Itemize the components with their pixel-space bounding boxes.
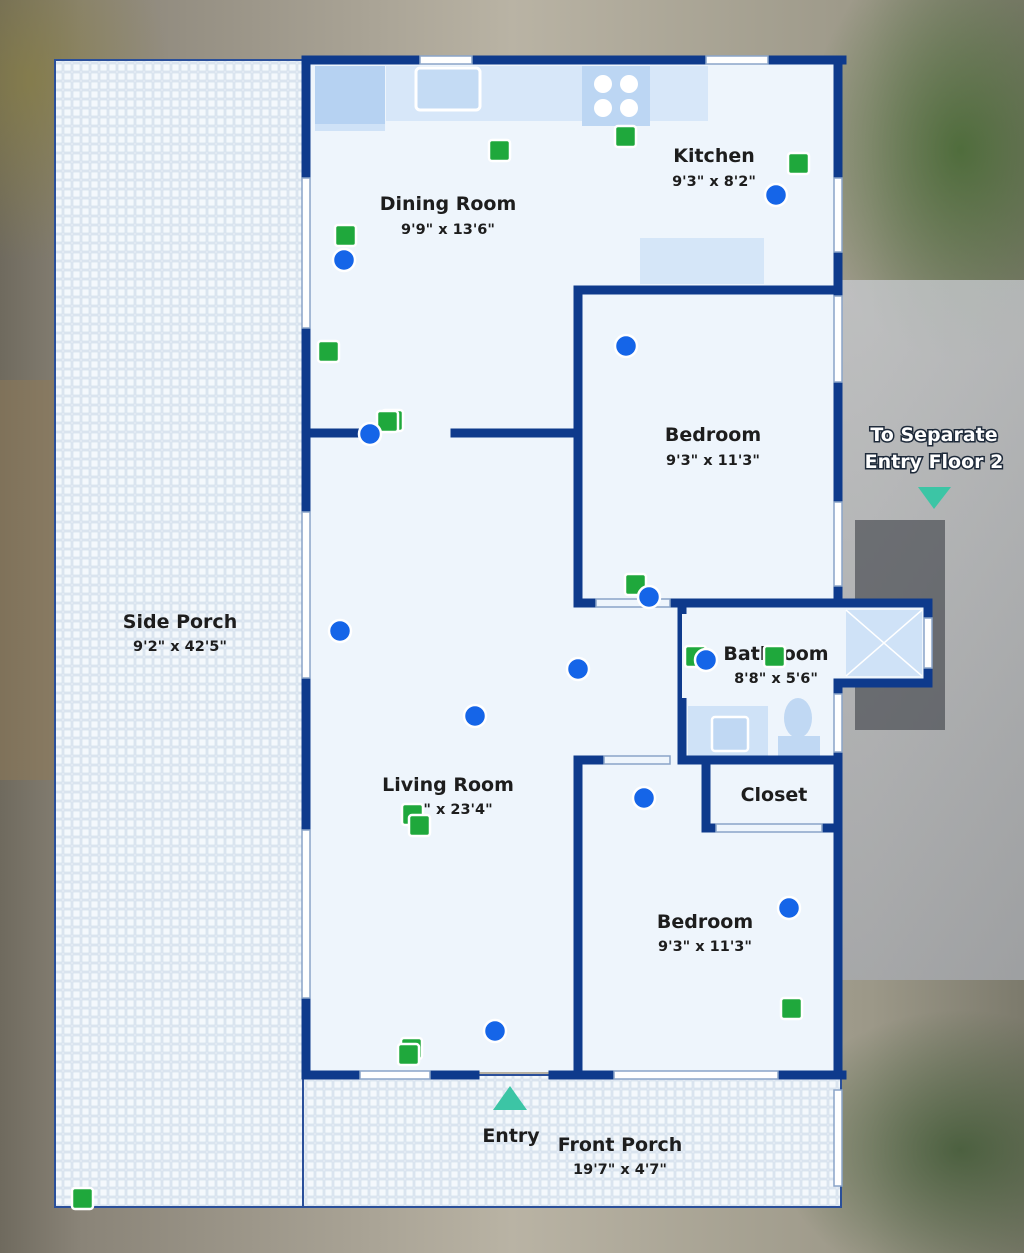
panorama-marker[interactable] xyxy=(776,895,802,921)
room-label-kitchen: Kitchen 9'3" x 8'2" xyxy=(672,145,756,190)
photo-marker[interactable] xyxy=(70,1186,95,1211)
front-porch-area xyxy=(302,1074,842,1208)
photo-marker[interactable] xyxy=(762,644,787,669)
side-porch-dim: 9'2" x 42'5" xyxy=(133,639,227,655)
bedroom-1-name: Bedroom xyxy=(665,424,761,446)
panorama-marker[interactable] xyxy=(631,785,657,811)
kitchen-name: Kitchen xyxy=(673,145,755,167)
panorama-marker[interactable] xyxy=(331,247,357,273)
living-room-dim: " x 23'4" xyxy=(423,802,492,818)
room-label-bedroom-1: Bedroom 9'3" x 11'3" xyxy=(665,424,761,469)
side-porch-name: Side Porch xyxy=(123,611,237,633)
photo-marker[interactable] xyxy=(779,996,804,1021)
dining-room-name: Dining Room xyxy=(380,193,517,215)
room-label-side-porch: Side Porch 9'2" x 42'5" xyxy=(123,611,237,655)
kitchen-fixtures xyxy=(315,66,764,284)
separate-entry-arrow-icon[interactable] xyxy=(918,487,951,509)
background-left-structure xyxy=(0,380,55,780)
room-label-closet: Closet xyxy=(741,784,808,806)
room-label-front-porch: Front Porch 19'7" x 4'7" xyxy=(558,1134,683,1178)
separate-entry-label-line2: Entry Floor 2 xyxy=(865,451,1004,473)
panorama-marker[interactable] xyxy=(327,618,353,644)
bedroom-1-dim: 9'3" x 11'3" xyxy=(666,453,760,469)
panorama-marker[interactable] xyxy=(693,647,719,673)
photo-marker[interactable] xyxy=(613,124,638,149)
photo-marker[interactable] xyxy=(316,339,341,364)
panorama-marker[interactable] xyxy=(482,1018,508,1044)
photo-markers xyxy=(70,124,811,1211)
photo-marker[interactable] xyxy=(786,151,811,176)
panorama-marker[interactable] xyxy=(763,182,789,208)
photo-marker[interactable] xyxy=(487,138,512,163)
photo-marker[interactable] xyxy=(333,223,358,248)
entry-arrow-icon[interactable] xyxy=(493,1086,527,1110)
panorama-marker[interactable] xyxy=(357,421,383,447)
panorama-marker[interactable] xyxy=(565,656,591,682)
room-label-dining-room: Dining Room 9'9" x 13'6" xyxy=(380,193,517,238)
front-porch-name: Front Porch xyxy=(558,1134,683,1156)
entry-label: Entry xyxy=(482,1125,540,1147)
front-porch-dim: 19'7" x 4'7" xyxy=(573,1162,667,1178)
bedroom-2-dim: 9'3" x 11'3" xyxy=(658,939,752,955)
bathroom-fixtures xyxy=(688,609,923,756)
closet-name: Closet xyxy=(741,784,808,806)
photo-marker[interactable] xyxy=(375,409,400,434)
living-room-name: Living Room xyxy=(382,774,514,796)
kitchen-dim: 9'3" x 8'2" xyxy=(672,174,756,190)
panorama-marker[interactable] xyxy=(636,584,662,610)
panorama-markers xyxy=(327,182,802,1044)
bathroom-dim: 8'8" x 5'6" xyxy=(734,671,818,687)
side-porch-area xyxy=(54,59,306,1208)
dining-room-dim: 9'9" x 13'6" xyxy=(401,222,495,238)
photo-marker[interactable] xyxy=(407,813,432,838)
bedroom-2-name: Bedroom xyxy=(657,911,753,933)
room-label-bedroom-2: Bedroom 9'3" x 11'3" xyxy=(657,911,753,955)
windows xyxy=(301,55,933,1187)
room-label-living-room: Living Room " x 23'4" xyxy=(382,774,514,818)
photo-marker[interactable] xyxy=(396,1042,421,1067)
separate-entry-label-line1: To Separate xyxy=(870,424,997,446)
panorama-marker[interactable] xyxy=(613,333,639,359)
panorama-marker[interactable] xyxy=(462,703,488,729)
